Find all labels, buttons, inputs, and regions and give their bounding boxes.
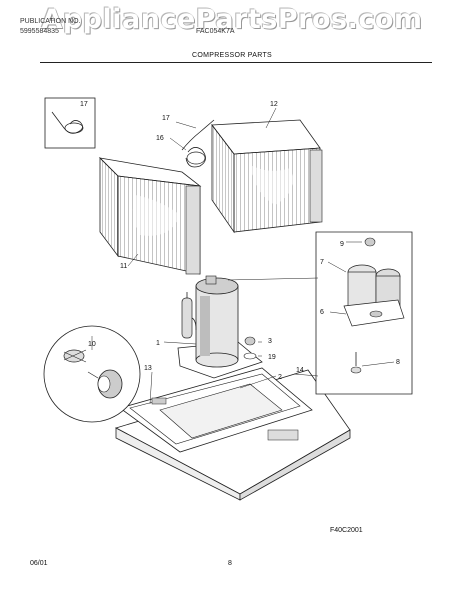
callout-2: 2 — [278, 374, 282, 381]
callout-11: 11 — [120, 263, 127, 270]
diagram-code: F40C2001 — [330, 527, 363, 534]
compressor — [177, 275, 263, 379]
footer-page-number: 8 — [228, 560, 232, 567]
mounting-detail-box — [315, 231, 413, 395]
section-title: COMPRESSOR PARTS — [192, 52, 272, 59]
callout-1: 1 — [156, 340, 160, 347]
footer-date: 06/01 — [30, 560, 48, 567]
publication-label: PUBLICATION NO. — [20, 18, 81, 25]
callout-13: 13 — [144, 365, 152, 372]
callout-8: 8 — [396, 359, 400, 366]
callout-3: 3 — [268, 338, 272, 345]
overload-inset-circle — [43, 325, 141, 423]
condenser-coil — [211, 119, 323, 234]
base-pan — [114, 367, 351, 501]
capillary-tube — [181, 119, 215, 168]
callout-17-inset: 17 — [80, 101, 88, 108]
callout-19: 19 — [268, 354, 276, 361]
callout-6: 6 — [320, 309, 324, 316]
callout-14: 14 — [296, 367, 304, 374]
callout-9: 9 — [340, 241, 344, 248]
title-rule — [40, 62, 432, 63]
evaporator-coil — [98, 157, 202, 275]
inset-capillary-box — [44, 97, 96, 149]
model-number: FAC054K7A — [196, 28, 235, 35]
publication-number: 5995584835 — [20, 28, 59, 35]
callout-10: 10 — [88, 341, 96, 348]
callout-7: 7 — [320, 259, 324, 266]
leader-lines — [91, 107, 395, 405]
watermark-logo: AppliancePartsPros.com — [41, 4, 423, 35]
callout-16: 16 — [156, 135, 164, 142]
callout-12: 12 — [270, 101, 278, 108]
callout-17: 17 — [162, 115, 170, 122]
